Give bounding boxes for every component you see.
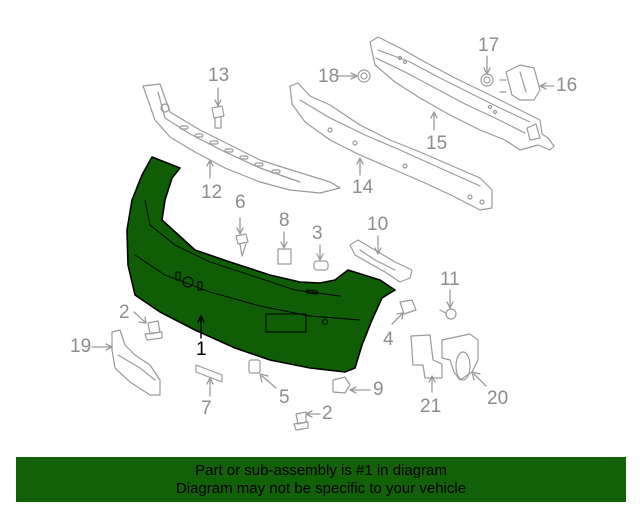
nut-part-18[interactable] [357, 69, 371, 83]
callout-label-4[interactable]: 4 [383, 329, 394, 350]
bolt-part-13[interactable] [211, 105, 225, 129]
clip-part-9[interactable] [332, 376, 351, 394]
callout-label-14[interactable]: 14 [352, 177, 374, 198]
side-bracket-part-10[interactable] [349, 239, 413, 283]
callout-arrows [91, 55, 555, 418]
callout-label-16[interactable]: 16 [556, 75, 578, 96]
callout-label-19[interactable]: 19 [70, 336, 92, 357]
callout-label-11[interactable]: 11 [440, 269, 460, 290]
callout-label-8[interactable]: 8 [279, 210, 290, 231]
bolt-part-2b[interactable] [293, 411, 309, 431]
callout-label-2a[interactable]: 2 [119, 302, 130, 323]
callout-arrow-1 [197, 315, 205, 339]
bolt-part-4[interactable] [399, 299, 417, 315]
callout-label-5[interactable]: 5 [279, 387, 290, 408]
callout-label-10[interactable]: 10 [367, 214, 389, 235]
nut-part-17[interactable] [480, 73, 494, 87]
banner-line-1: Part or sub-assembly is #1 in diagram [195, 462, 447, 479]
callout-label-15[interactable]: 15 [426, 133, 448, 154]
splash-guard-part-19[interactable] [111, 329, 161, 396]
mount-part-16[interactable] [499, 64, 541, 101]
diagram-drawing [91, 36, 555, 431]
callout-label-21[interactable]: 21 [420, 396, 442, 417]
bolt-part-2a[interactable] [144, 320, 163, 341]
callout-label-17[interactable]: 17 [478, 35, 500, 56]
bracket-part-21[interactable] [410, 334, 443, 379]
retainer-part-3[interactable] [313, 260, 329, 271]
banner-line-2: Diagram may not be specific to your vehi… [175, 480, 467, 497]
bracket-part-12[interactable] [142, 83, 341, 194]
bracket-part-20[interactable] [441, 333, 479, 381]
callout-label-20[interactable]: 20 [487, 388, 509, 409]
pad-part-8[interactable] [277, 248, 292, 265]
callout-label-9[interactable]: 9 [373, 379, 384, 400]
diagram-notice-banner: Part or sub-assembly is #1 in diagram Di… [16, 457, 626, 502]
callout-label-12[interactable]: 12 [201, 182, 223, 203]
screw-part-11[interactable] [439, 308, 457, 320]
callout-label-7[interactable]: 7 [201, 398, 212, 419]
impact-bar-part-15[interactable] [369, 36, 555, 151]
parts-diagram: 1 2 2 3 4 5 6 7 8 9 10 11 12 13 14 15 16… [70, 35, 578, 431]
callout-label-1[interactable]: 1 [196, 339, 207, 360]
strip-part-7[interactable] [195, 364, 223, 383]
callout-label-18[interactable]: 18 [318, 66, 340, 87]
energy-absorber-part-14[interactable] [289, 82, 493, 211]
callout-label-3[interactable]: 3 [312, 223, 323, 244]
clip-part-6[interactable] [235, 233, 249, 257]
clip-part-5[interactable] [248, 359, 261, 374]
bumper-cover-part-1[interactable] [126, 156, 396, 373]
callout-label-2b[interactable]: 2 [322, 403, 333, 424]
callout-label-6[interactable]: 6 [235, 192, 246, 213]
callout-label-13[interactable]: 13 [208, 65, 230, 86]
